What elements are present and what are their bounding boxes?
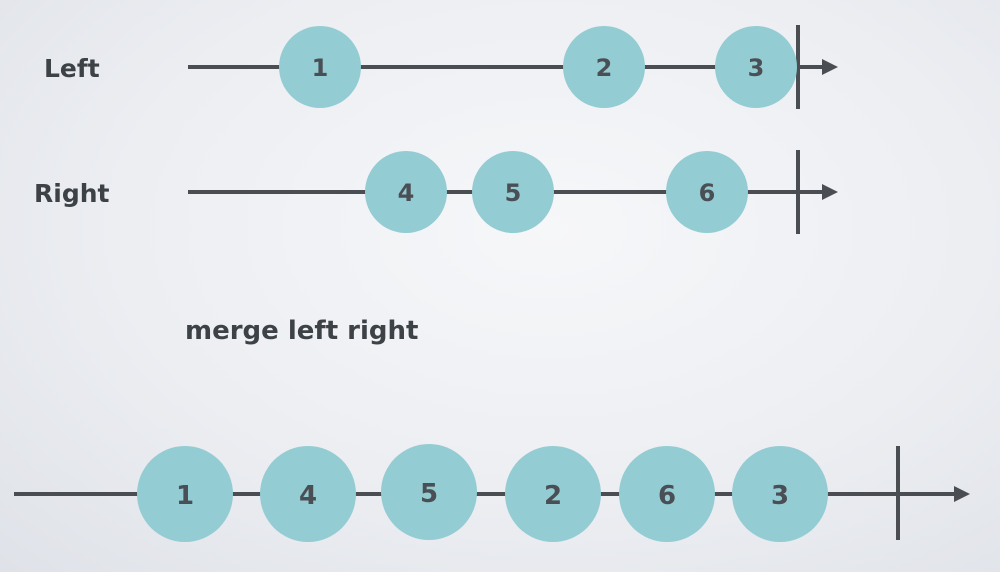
- marble-value: 1: [312, 54, 329, 82]
- stream-label-right: Right: [34, 179, 110, 208]
- stream-right: Right 4 5 6: [34, 150, 838, 234]
- marble-merged-2: 2: [505, 446, 601, 542]
- marble-merged-4: 4: [260, 446, 356, 542]
- arrowhead-right: [822, 184, 838, 200]
- marble-merged-5: 5: [381, 444, 477, 540]
- arrowhead-merged: [954, 486, 970, 502]
- marble-value: 5: [420, 479, 438, 509]
- marble-value: 3: [771, 481, 789, 511]
- marble-value: 1: [176, 481, 194, 511]
- marble-value: 6: [658, 481, 676, 511]
- marble-right-6: 6: [666, 151, 748, 233]
- marble-left-2: 2: [563, 26, 645, 108]
- stream-label-left: Left: [44, 54, 100, 83]
- marble-merged-1: 1: [137, 446, 233, 542]
- stream-merged: 1 4 5 2 6 3: [14, 444, 970, 542]
- stream-left: Left 1 2 3: [44, 25, 838, 109]
- marble-value: 5: [505, 179, 522, 207]
- marble-left-3: 3: [715, 26, 797, 108]
- marble-left-1: 1: [279, 26, 361, 108]
- operation-caption: merge left right: [185, 316, 418, 346]
- marble-merged-6: 6: [619, 446, 715, 542]
- marble-value: 2: [596, 54, 613, 82]
- marble-right-5: 5: [472, 151, 554, 233]
- marble-value: 6: [699, 179, 716, 207]
- marble-value: 4: [299, 481, 317, 511]
- marble-value: 2: [544, 481, 562, 511]
- marble-right-4: 4: [365, 151, 447, 233]
- marble-merged-3: 3: [732, 446, 828, 542]
- arrowhead-left: [822, 59, 838, 75]
- marble-value: 3: [748, 54, 765, 82]
- marble-value: 4: [398, 179, 415, 207]
